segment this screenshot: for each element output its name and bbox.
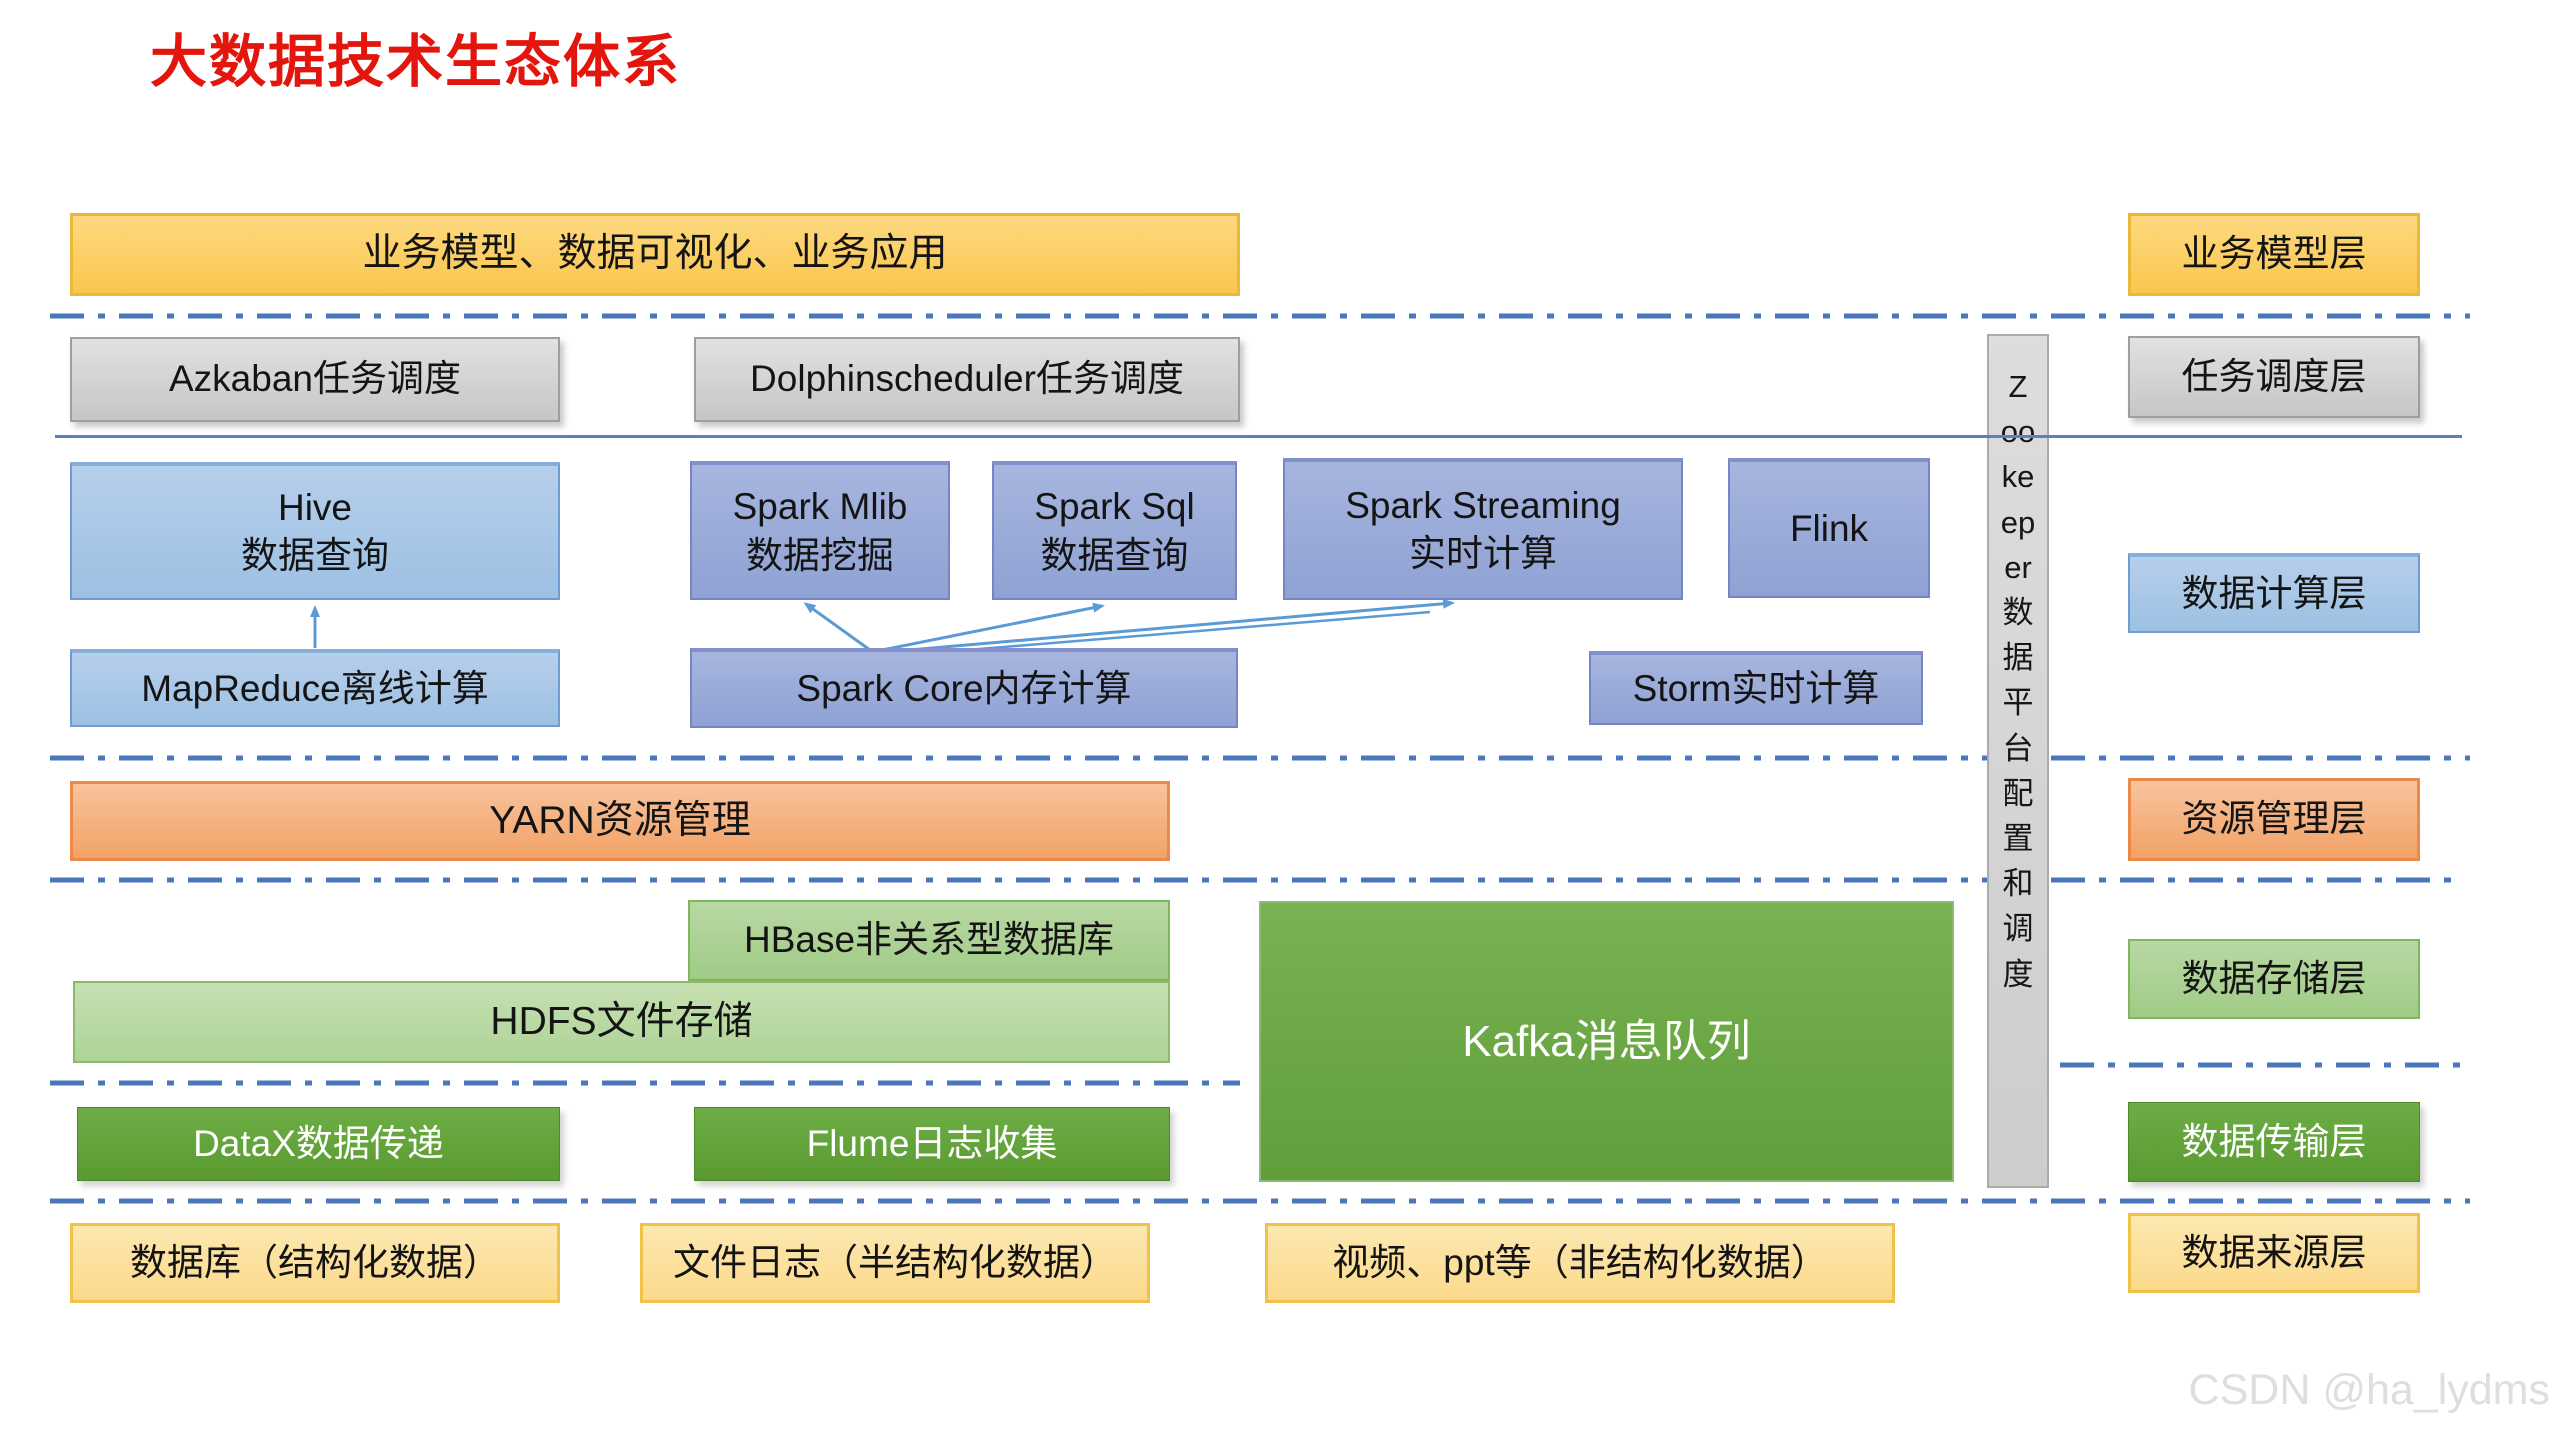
watermark: CSDN @ha_lydms xyxy=(2188,1366,2550,1414)
box-flink: Flink xyxy=(1728,458,1930,598)
page-title: 大数据技术生态体系 xyxy=(150,30,681,94)
spark-streaming-desc: 实时计算 xyxy=(1409,533,1557,574)
spark-sql-desc: 数据查询 xyxy=(1040,534,1189,576)
separator-scheduling-compute xyxy=(55,435,2462,438)
layer-label-scheduling: 任务调度层 xyxy=(2128,336,2420,418)
box-spark-sql: Spark Sql 数据查询 xyxy=(992,461,1237,600)
box-source-filelog: 文件日志（半结构化数据） xyxy=(640,1223,1150,1303)
box-dolphinscheduler: Dolphinscheduler任务调度 xyxy=(694,337,1240,422)
spark-mlib-desc: 数据挖掘 xyxy=(746,534,894,576)
arrow-sparkcore-to-sparkmlib xyxy=(803,602,871,652)
layer-label-business: 业务模型层 xyxy=(2128,213,2420,296)
box-flume: Flume日志收集 xyxy=(694,1107,1170,1181)
box-hbase: HBase非关系型数据库 xyxy=(688,900,1170,981)
box-zookeeper: Zookeeper数据平台配置和调度 xyxy=(1987,334,2049,1188)
box-business-application: 业务模型、数据可视化、业务应用 xyxy=(70,213,1240,296)
hive-desc: 数据查询 xyxy=(241,535,389,576)
box-yarn: YARN资源管理 xyxy=(70,781,1170,861)
box-azkaban: Azkaban任务调度 xyxy=(70,337,560,422)
arrow-sparkcore-to-sparkstreaming xyxy=(873,598,1455,655)
box-spark-mlib: Spark Mlib 数据挖掘 xyxy=(690,461,950,600)
box-spark-streaming: Spark Streaming 实时计算 xyxy=(1283,458,1683,600)
box-storm: Storm实时计算 xyxy=(1589,651,1923,725)
box-spark-core: Spark Core内存计算 xyxy=(690,648,1238,728)
box-source-database: 数据库（结构化数据） xyxy=(70,1223,560,1303)
box-kafka: Kafka消息队列 xyxy=(1259,901,1954,1182)
layer-label-source: 数据来源层 xyxy=(2128,1213,2420,1293)
hive-name: Hive xyxy=(277,486,353,528)
box-datax: DataX数据传递 xyxy=(77,1107,560,1181)
spark-streaming-name: Spark Streaming xyxy=(1345,484,1621,526)
spark-mlib-name: Spark Mlib xyxy=(732,486,908,528)
box-source-media: 视频、ppt等（非结构化数据） xyxy=(1265,1223,1895,1303)
layer-label-resource: 资源管理层 xyxy=(2128,778,2420,861)
box-mapreduce: MapReduce离线计算 xyxy=(70,649,560,727)
zookeeper-vertical-label: Zookeeper数据平台配置和调度 xyxy=(2000,369,2036,992)
box-hive: Hive 数据查询 xyxy=(70,462,560,600)
box-hdfs: HDFS文件存储 xyxy=(73,981,1170,1063)
layer-label-storage: 数据存储层 xyxy=(2128,939,2420,1019)
spark-sql-name: Spark Sql xyxy=(1034,486,1195,528)
layer-label-compute: 数据计算层 xyxy=(2128,553,2420,633)
layer-label-transport: 数据传输层 xyxy=(2128,1102,2420,1182)
arrow-sparkcore-to-sparksql xyxy=(871,602,1105,654)
